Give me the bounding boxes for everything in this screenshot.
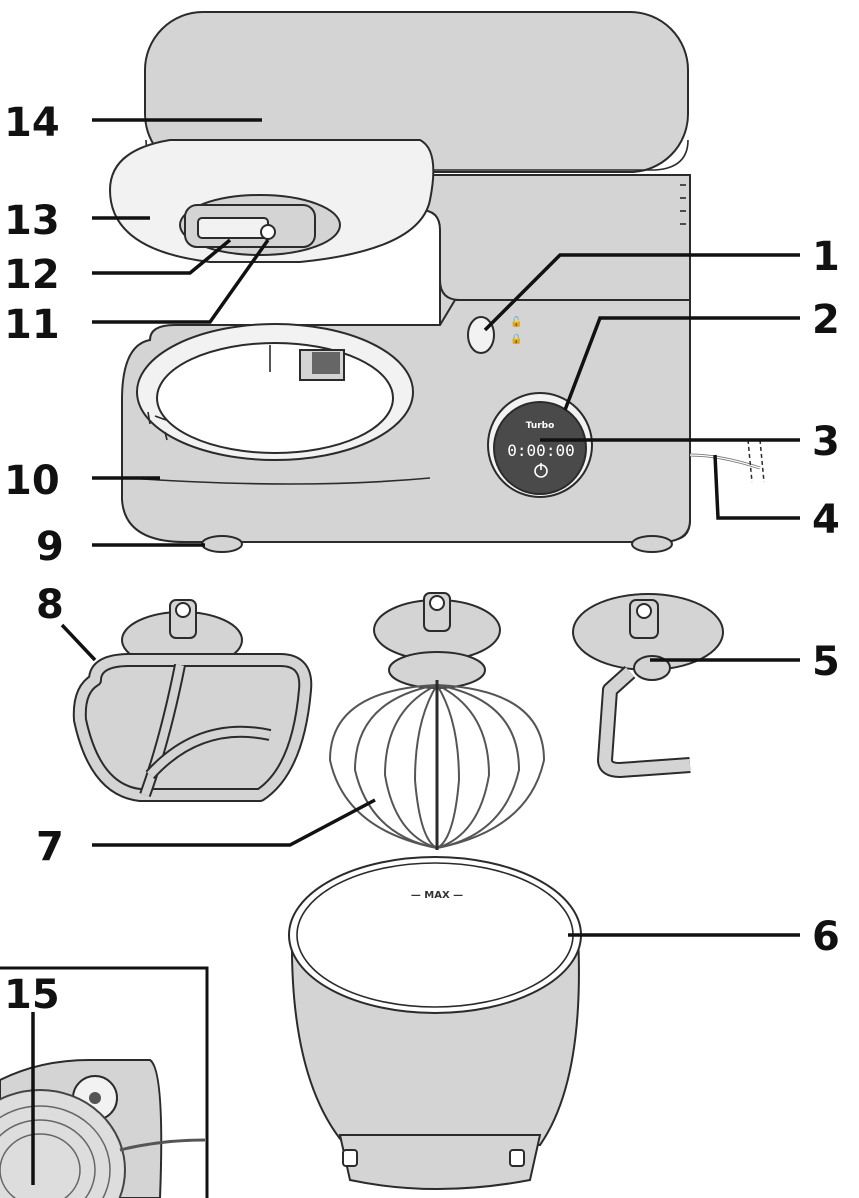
mode-label: Turbo <box>526 421 555 431</box>
leader-12 <box>92 238 232 275</box>
mixer-body <box>121 11 691 543</box>
flat-beater <box>72 599 313 802</box>
callout-15: 15 <box>4 972 60 1018</box>
unlock-icon: 🔓 <box>510 315 522 328</box>
suction-feet <box>201 535 673 553</box>
balloon-whisk <box>328 592 546 850</box>
control-knob[interactable]: Turbo 0:00:00 <box>487 392 593 498</box>
bowl-socket <box>136 323 414 461</box>
callout-13: 13 <box>4 198 60 244</box>
callout-6: 6 <box>812 914 840 960</box>
lock-indicator <box>147 411 168 441</box>
callout-4: 4 <box>812 497 840 543</box>
mixing-bowl: — MAX — <box>288 856 582 1190</box>
power-cord <box>689 439 765 483</box>
callout-12: 12 <box>4 252 60 298</box>
callout-9: 9 <box>36 524 64 570</box>
lock-icon: 🔒 <box>510 333 522 345</box>
leader-1 <box>483 253 800 332</box>
callout-5: 5 <box>812 639 840 685</box>
leader-4 <box>713 454 800 520</box>
callout-14: 14 <box>4 100 60 146</box>
callout-1: 1 <box>812 234 840 280</box>
callout-3: 3 <box>812 419 840 465</box>
detail-inset <box>0 966 209 1198</box>
leader-8 <box>60 623 97 662</box>
callout-2: 2 <box>812 297 840 343</box>
callout-7: 7 <box>36 824 64 870</box>
max-fill-mark: — MAX — <box>411 890 463 901</box>
callout-leaders <box>31 118 800 1185</box>
timer-display: 0:00:00 <box>507 441 574 460</box>
leader-11 <box>92 238 270 324</box>
callout-11: 11 <box>4 302 60 348</box>
power-icon[interactable] <box>534 463 548 478</box>
callout-10: 10 <box>4 458 60 504</box>
callout-labels: 14 13 12 11 10 9 8 7 15 1 2 3 4 5 6 <box>4 100 840 1018</box>
dough-hook <box>572 593 724 778</box>
leader-7 <box>92 798 376 847</box>
attachment-outlet <box>184 204 316 248</box>
leader-2 <box>563 316 800 411</box>
callout-8: 8 <box>36 582 64 628</box>
